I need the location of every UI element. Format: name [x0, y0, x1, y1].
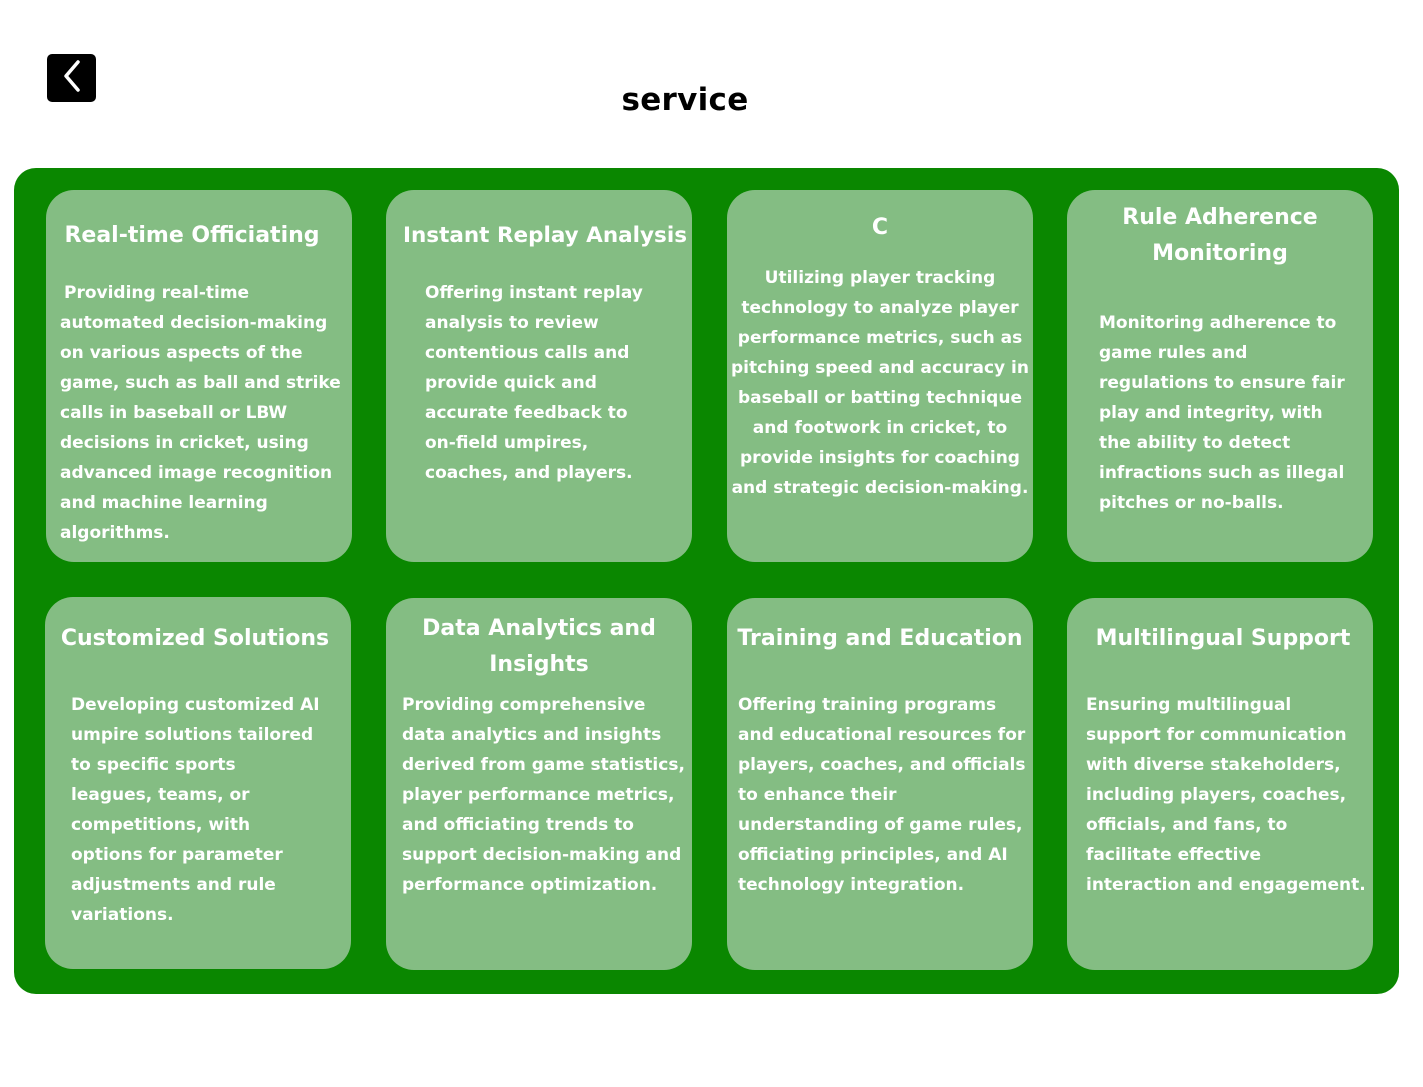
- service-card-title: Data Analytics and Insights: [422, 616, 656, 677]
- service-card-title: Multilingual Support: [1095, 626, 1351, 651]
- service-card-description: Providing comprehensive data analytics a…: [402, 695, 685, 895]
- service-card-instant-replay-analysis: Instant Replay Analysis Offering instant…: [386, 190, 692, 562]
- service-card-description: Ensuring multilingual support for commun…: [1086, 695, 1366, 895]
- service-card-customized-solutions: Customized Solutions Developing customiz…: [45, 597, 351, 969]
- service-card-training-education: Training and Education Offering training…: [727, 598, 1033, 970]
- service-card-multilingual-support: Multilingual Support Ensuring multilingu…: [1067, 598, 1373, 970]
- service-card-title: Real-time Officiating: [64, 223, 320, 248]
- service-card-title: C: [871, 215, 889, 240]
- service-card-description: Monitoring adherence to game rules and r…: [1099, 313, 1345, 513]
- service-card-description: Providing real-time automated decision-m…: [60, 283, 341, 543]
- service-card-title: Instant Replay Analysis: [402, 223, 687, 248]
- page-title: service: [621, 82, 749, 118]
- service-card-description: Offering training programs and education…: [738, 695, 1026, 895]
- service-card-player-tracking: C Utilizing player tracking technology t…: [727, 190, 1033, 562]
- service-card-description: Utilizing player tracking technology to …: [730, 268, 1029, 498]
- service-card-data-analytics-insights: Data Analytics and Insights Providing co…: [386, 598, 692, 970]
- service-card-description: Developing customized AI umpire solution…: [71, 695, 320, 925]
- service-card-title: Training and Education: [737, 626, 1023, 651]
- service-card-real-time-officiating: Real-time Officiating Providing real-tim…: [46, 190, 352, 562]
- service-card-rule-adherence-monitoring: Rule Adherence Monitoring Monitoring adh…: [1067, 190, 1373, 562]
- service-card-title: Rule Adherence Monitoring: [1122, 205, 1318, 266]
- service-card-description: Offering instant replay analysis to revi…: [425, 283, 643, 483]
- back-button[interactable]: [47, 54, 96, 102]
- service-card-title: Customized Solutions: [60, 626, 330, 651]
- chevron-left-icon: [59, 58, 85, 98]
